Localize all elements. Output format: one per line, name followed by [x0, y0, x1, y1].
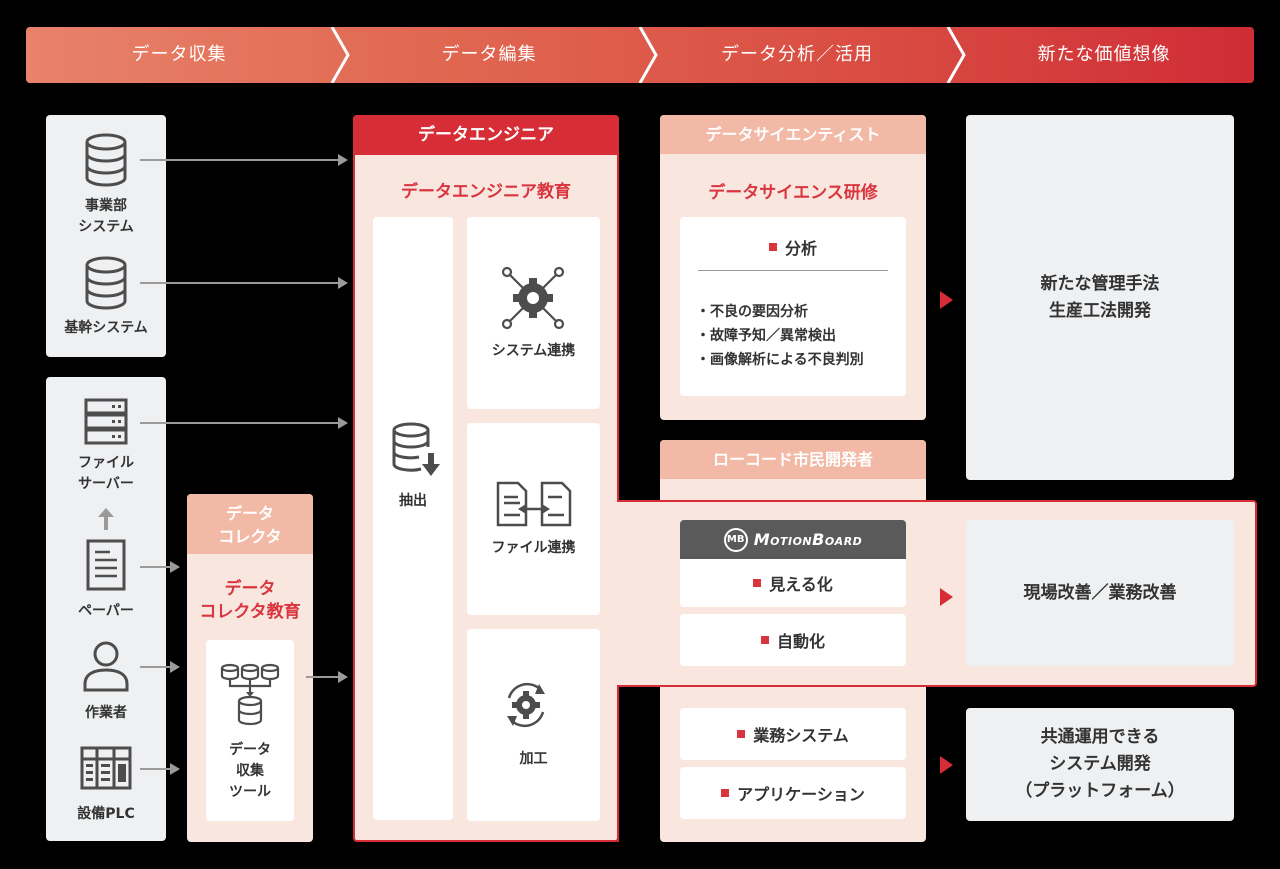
- system-link-label: システム連携: [491, 343, 576, 359]
- file-link-label: ファイル連携: [491, 540, 576, 556]
- gear-network-icon: [501, 266, 565, 330]
- plc-icon: [80, 746, 132, 790]
- source-group-systems: [46, 115, 166, 357]
- flow-arrow-line: [306, 676, 340, 678]
- flow-arrow-line: [140, 768, 172, 770]
- result-platform: 共通運用できる システム開発 （プラットフォーム）: [966, 708, 1234, 821]
- database-icon: [85, 133, 127, 187]
- highlight-band-join: [617, 502, 662, 685]
- extract-label: 抽出: [399, 493, 427, 509]
- lowcode-item: 業務システム: [680, 708, 906, 760]
- chevron-divider-icon: [638, 27, 658, 83]
- collector-header: データ コレクタ: [187, 494, 313, 554]
- lowcode-header: ローコード市民開発者: [660, 440, 926, 479]
- engineer-header: データエンジニア: [353, 115, 619, 155]
- scientist-title: データサイエンス研修: [708, 183, 878, 203]
- flow-arrow-line: [140, 282, 340, 284]
- lowcode-item: 見える化: [680, 559, 906, 607]
- source-group-field: [46, 377, 166, 841]
- chevron-divider-icon: [330, 27, 350, 83]
- arrow-head-icon: [338, 154, 348, 166]
- data-collection-icon: [220, 663, 280, 726]
- collector-tool-label: データ 収集 ツール: [229, 742, 271, 800]
- analysis-bullet: ・不良の要因分析: [696, 304, 808, 320]
- motionboard-text: MotionBoard: [753, 530, 863, 549]
- engineer-border-upper: [617, 154, 619, 502]
- source-label: 事業部 システム: [78, 198, 134, 235]
- gear-cycle-icon: [507, 682, 545, 728]
- phase-banner: データ収集 データ編集 データ分析／活用 新たな価値想像: [26, 27, 1254, 83]
- flow-arrow-line: [140, 566, 172, 568]
- arrow-up-icon: [98, 508, 114, 530]
- phase-analyze: データ分析／活用: [721, 44, 873, 65]
- flow-arrow-icon: [940, 756, 953, 774]
- analysis-bullet: ・画像解析による不良判別: [696, 352, 864, 368]
- arrow-head-icon: [338, 671, 348, 683]
- bullet-square: [753, 579, 762, 587]
- arrow-head-icon: [338, 277, 348, 289]
- file-transfer-icon: [496, 481, 572, 527]
- flow-arrow-icon: [940, 588, 953, 606]
- source-label: 作業者: [85, 705, 127, 721]
- collector-title: データ コレクタ教育: [199, 579, 301, 622]
- mb-badge-icon: MB: [723, 527, 748, 552]
- source-label: ファイル サーバー: [78, 455, 134, 492]
- document-icon: [86, 539, 126, 591]
- lowcode-item: アプリケーション: [680, 767, 906, 819]
- source-label: 設備PLC: [77, 806, 135, 822]
- database-icon: [85, 256, 127, 310]
- divider: [698, 270, 888, 271]
- lowcode-item: 自動化: [680, 614, 906, 666]
- process-label: 加工: [519, 751, 548, 767]
- analysis-bullet: ・故障予知／異常検出: [696, 328, 836, 344]
- flow-arrow-line: [140, 666, 172, 668]
- phase-value: 新たな価値想像: [1037, 44, 1171, 65]
- source-label: ペーパー: [78, 603, 134, 619]
- phase-collect: データ収集: [131, 44, 227, 65]
- motionboard-logo: MB MotionBoard: [680, 520, 906, 559]
- arrow-head-icon: [170, 561, 180, 573]
- phase-edit: データ編集: [441, 44, 537, 65]
- database-download-icon: [392, 422, 440, 476]
- bullet-square: [721, 789, 730, 797]
- engineer-title: データエンジニア教育: [401, 182, 571, 202]
- analysis-card: [680, 217, 906, 396]
- result-new-methods: 新たな管理手法 生産工法開発: [966, 115, 1234, 480]
- analysis-bullet-list: ・不良の要因分析 ・故障予知／異常検出 ・画像解析による不良判別: [696, 300, 864, 372]
- bullet-square: [768, 243, 777, 251]
- arrow-head-icon: [170, 763, 180, 775]
- source-label: 基幹システム: [64, 320, 148, 336]
- file-link-card: [467, 423, 600, 615]
- flow-arrow-line: [140, 422, 340, 424]
- arrow-head-icon: [170, 661, 180, 673]
- result-improvement: 現場改善／業務改善: [966, 520, 1234, 666]
- engineer-border-lower: [617, 685, 619, 842]
- extract-card: [373, 217, 453, 820]
- chevron-divider-icon: [946, 27, 966, 83]
- bullet-square: [737, 730, 746, 738]
- server-icon: [84, 398, 128, 445]
- person-icon: [83, 641, 129, 692]
- scientist-header: データサイエンティスト: [660, 115, 926, 154]
- analysis-card-title: 分析: [680, 235, 906, 259]
- flow-arrow-line: [140, 159, 340, 161]
- arrow-head-icon: [338, 417, 348, 429]
- flow-arrow-icon: [940, 291, 953, 309]
- bullet-square: [760, 636, 769, 644]
